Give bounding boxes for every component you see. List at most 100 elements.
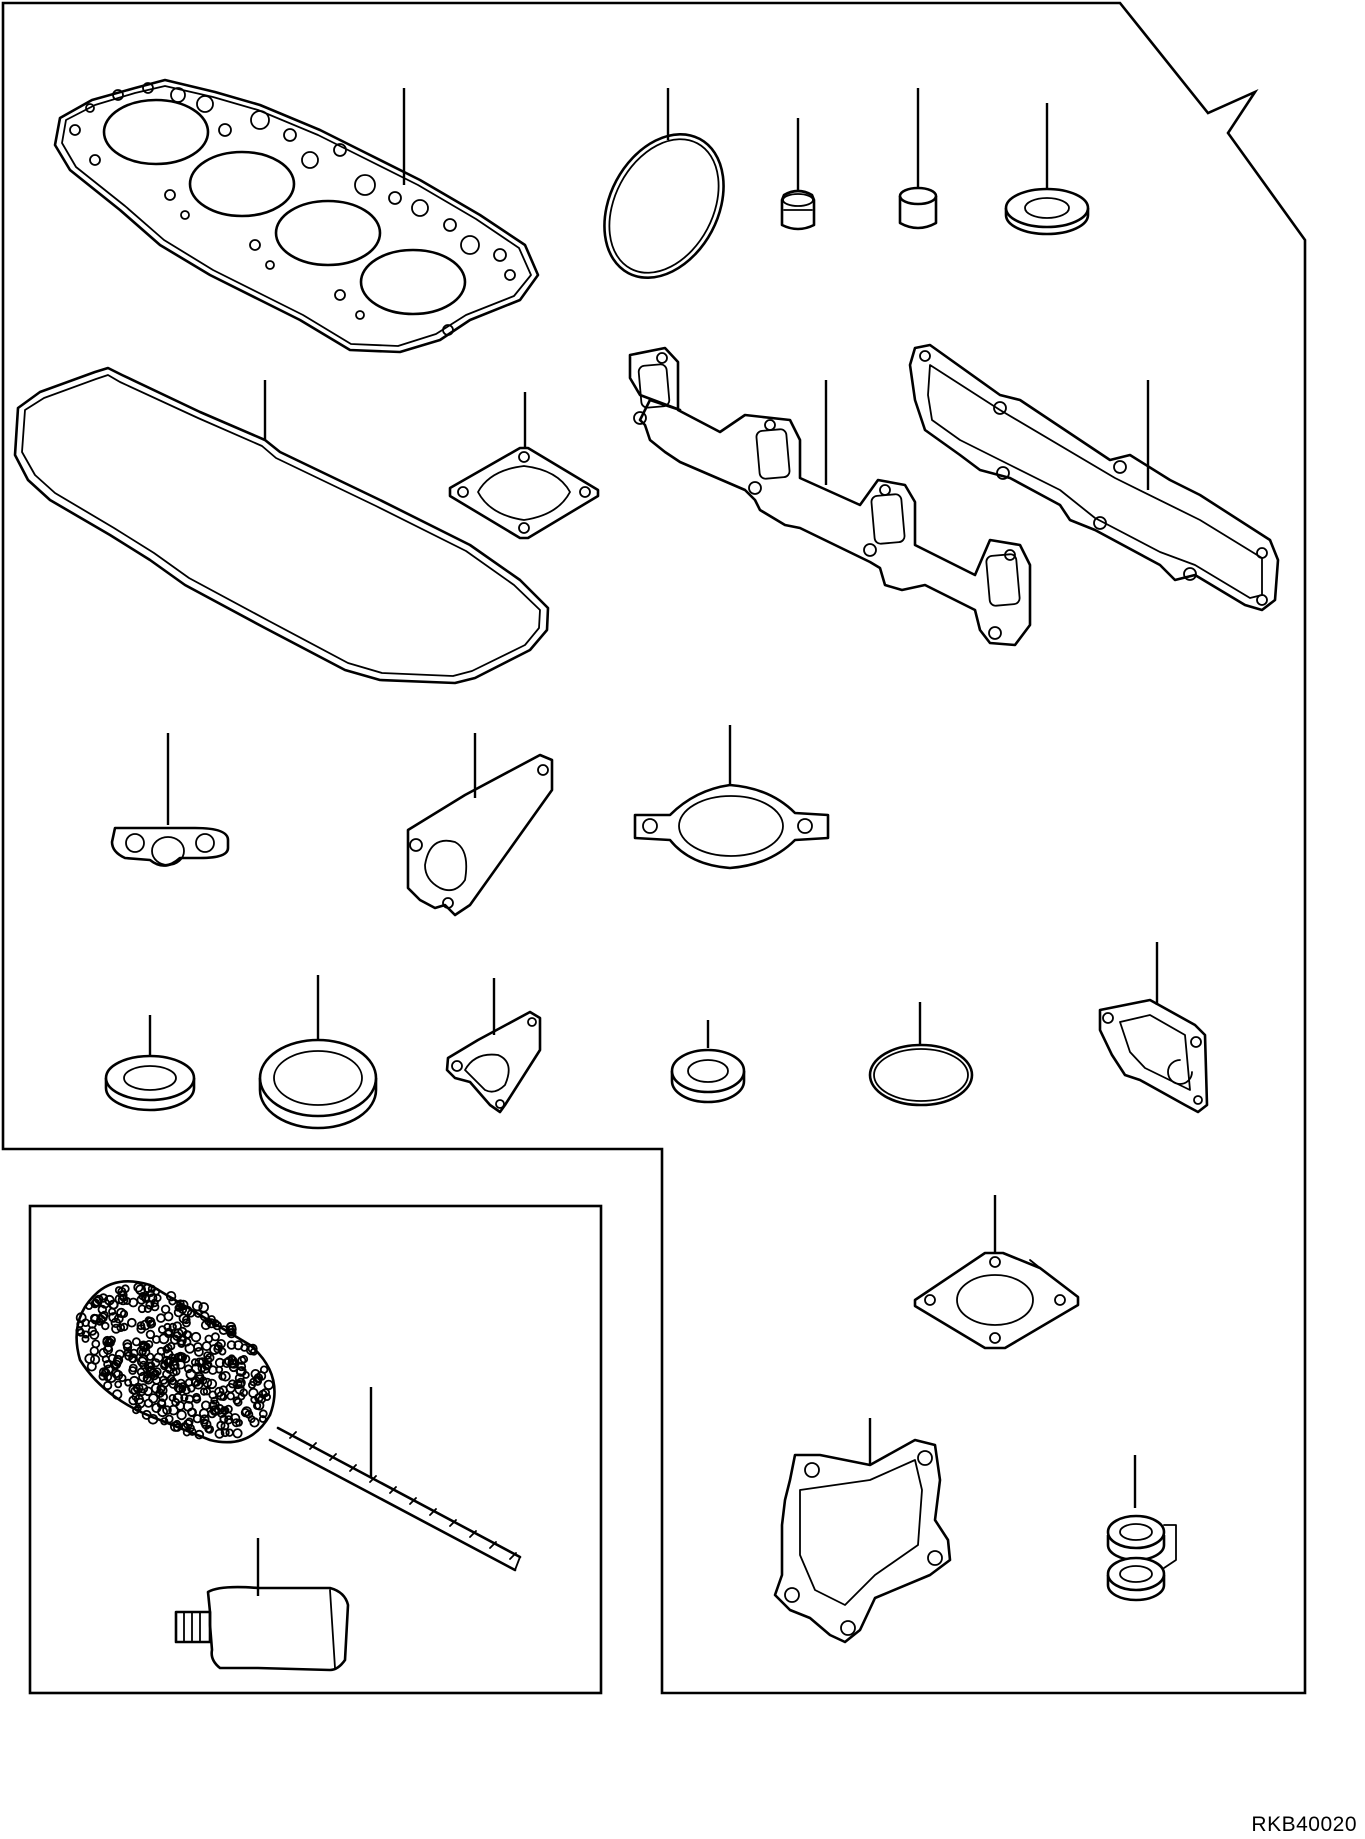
brush-bristle bbox=[98, 1367, 109, 1377]
accessory-box bbox=[28, 1204, 603, 1695]
brush-bristle bbox=[127, 1317, 137, 1328]
brush-bristle bbox=[142, 1283, 153, 1294]
brush-bristle bbox=[136, 1367, 146, 1377]
brush-bristle bbox=[150, 1383, 162, 1394]
brush-bristle bbox=[258, 1409, 268, 1419]
oval-flange-gasket bbox=[633, 725, 830, 870]
brush-bristle bbox=[178, 1304, 188, 1315]
sealant-tube bbox=[174, 1538, 350, 1672]
brush-bristle bbox=[240, 1408, 250, 1418]
brush-bristle bbox=[206, 1318, 217, 1329]
brush-bristle bbox=[158, 1333, 170, 1345]
brush-bristle bbox=[107, 1353, 117, 1363]
brush-bristle bbox=[227, 1358, 238, 1369]
brush-bristle bbox=[158, 1325, 167, 1334]
brush-bristle bbox=[132, 1384, 141, 1393]
brush-bristle bbox=[116, 1307, 127, 1319]
brush-bristle bbox=[254, 1375, 263, 1384]
brush-bristle bbox=[153, 1293, 162, 1303]
washer-1 bbox=[1004, 103, 1090, 236]
brush-bristle bbox=[190, 1376, 202, 1387]
brush-bristle bbox=[128, 1366, 138, 1375]
brush-bristle bbox=[239, 1388, 249, 1397]
brush-bristle bbox=[202, 1387, 212, 1396]
brush-bristle bbox=[172, 1392, 184, 1404]
brush-bristle bbox=[119, 1293, 128, 1302]
brush-bristle bbox=[165, 1356, 175, 1366]
brush-bristle bbox=[128, 1297, 139, 1308]
brush-bristle bbox=[203, 1355, 213, 1365]
brush-bristle bbox=[103, 1380, 113, 1391]
brush-bristle bbox=[206, 1378, 218, 1390]
brush-bristle bbox=[81, 1334, 90, 1343]
brush-bristle bbox=[157, 1398, 167, 1407]
brush-bristle bbox=[132, 1406, 141, 1415]
brush-bristle bbox=[173, 1419, 182, 1428]
washer-2 bbox=[104, 1015, 196, 1112]
brush-bristle bbox=[112, 1369, 124, 1381]
brush-bristle bbox=[203, 1351, 212, 1360]
brush-bristle bbox=[226, 1391, 235, 1401]
brush-bristle bbox=[233, 1379, 243, 1390]
brush-bristle bbox=[235, 1418, 243, 1427]
brush-bristle bbox=[169, 1334, 181, 1345]
brush-bristle bbox=[226, 1340, 237, 1350]
square-gasket bbox=[448, 392, 600, 540]
brush-bristle bbox=[76, 1320, 85, 1328]
brush-bristle bbox=[94, 1294, 104, 1305]
brush-bristle bbox=[193, 1379, 204, 1390]
brush-bristle bbox=[220, 1371, 231, 1382]
brush-bristle bbox=[165, 1290, 177, 1302]
brush-bristle bbox=[182, 1400, 194, 1412]
brush-bristle bbox=[148, 1393, 159, 1404]
brush-bristle bbox=[111, 1323, 122, 1334]
small-flange-gasket bbox=[110, 733, 230, 867]
brush-bristle bbox=[141, 1409, 152, 1420]
cylinder-head-gasket bbox=[53, 78, 540, 354]
brush-bristle bbox=[168, 1394, 177, 1402]
brush-bristle bbox=[160, 1304, 171, 1314]
brush-bristle bbox=[232, 1396, 241, 1405]
brush-bristle bbox=[210, 1396, 219, 1405]
brush-bristle bbox=[168, 1297, 177, 1306]
thermostat-gasket bbox=[445, 978, 542, 1114]
brush-bristle bbox=[236, 1361, 247, 1372]
brush-bristle bbox=[202, 1377, 213, 1388]
brush-bristle bbox=[139, 1360, 148, 1370]
brush-bristle bbox=[110, 1361, 119, 1370]
brush-bristle bbox=[185, 1368, 197, 1380]
brush-bristle bbox=[168, 1322, 177, 1332]
brush-bristle bbox=[146, 1352, 155, 1361]
brush-bristle bbox=[179, 1422, 189, 1431]
brush-bristle bbox=[249, 1347, 258, 1356]
brush-bristle bbox=[233, 1340, 244, 1351]
brush-bristle bbox=[131, 1337, 141, 1347]
brush-bristle bbox=[247, 1415, 256, 1423]
brush-bristle bbox=[219, 1406, 229, 1415]
brush-bristle bbox=[84, 1353, 95, 1364]
brush-bristle bbox=[191, 1300, 203, 1312]
brush-bristle bbox=[114, 1349, 125, 1360]
brush-bristle bbox=[128, 1395, 139, 1406]
brush-bristle bbox=[181, 1318, 191, 1328]
turbo-gasket bbox=[773, 1418, 952, 1644]
exhaust-manifold-gasket bbox=[628, 346, 1032, 647]
brush-bristle bbox=[232, 1428, 243, 1439]
brush-bristle bbox=[139, 1319, 151, 1331]
bracket-gasket bbox=[406, 733, 554, 917]
brush-bristle bbox=[186, 1309, 196, 1318]
double-washer bbox=[1106, 1455, 1177, 1602]
brush-bristle bbox=[96, 1314, 106, 1324]
brush-bristle bbox=[247, 1343, 258, 1354]
brush-bristle bbox=[143, 1361, 154, 1372]
brush-bristle bbox=[194, 1429, 205, 1440]
brush-bristle bbox=[237, 1355, 247, 1365]
bushing bbox=[898, 88, 938, 230]
brush-bristle bbox=[236, 1380, 246, 1389]
brush-bristle bbox=[116, 1323, 126, 1332]
brush-bristle bbox=[176, 1409, 187, 1421]
brush-bristle bbox=[97, 1312, 108, 1323]
brush-bristle bbox=[91, 1339, 101, 1349]
brush-bristle bbox=[236, 1366, 247, 1377]
brush-bristle bbox=[89, 1329, 100, 1340]
